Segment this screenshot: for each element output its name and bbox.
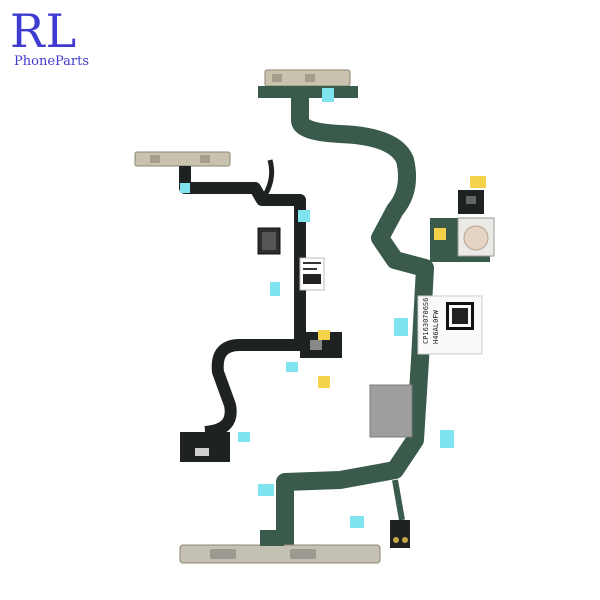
stiffener-plate (369, 384, 413, 438)
left-flex-path (179, 166, 306, 438)
logo-mark: RL (10, 4, 78, 58)
right-flex-cable: CP1630706S6 H46AL0FW (179, 69, 495, 564)
logo-text: PhoneParts (14, 54, 90, 69)
left-bottom-switch (180, 432, 230, 462)
sticker-text-1: CP1630706S6 (422, 298, 430, 344)
left-flex-cable (134, 151, 342, 462)
brand-logo: RL PhoneParts (8, 6, 128, 70)
left-top-bracket (134, 151, 231, 167)
right-flex-path (276, 98, 434, 545)
sticker-text-2: H46AL0FW (432, 309, 440, 344)
